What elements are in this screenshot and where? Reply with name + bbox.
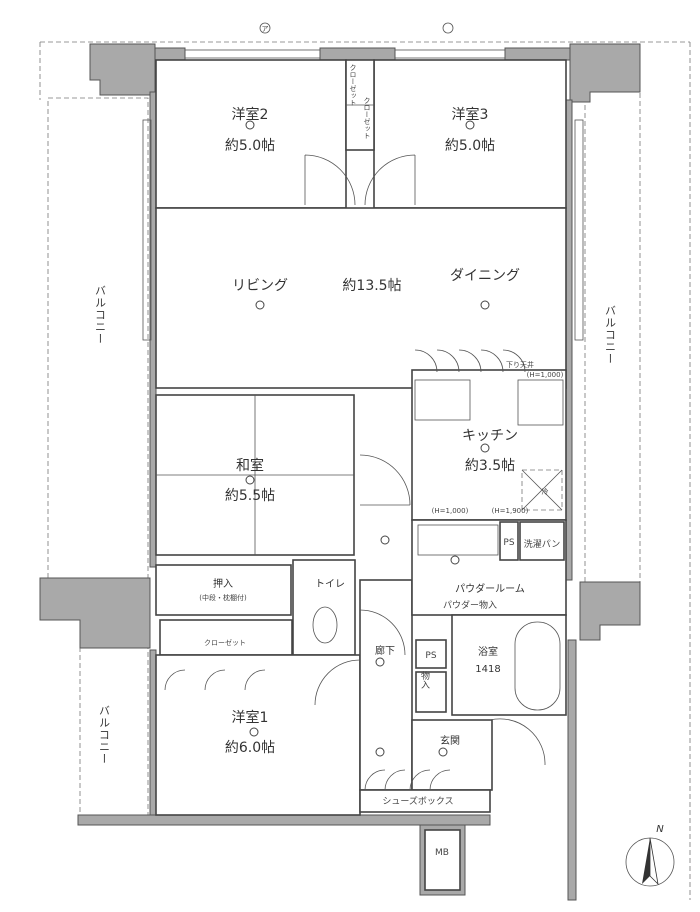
label-mb: MB: [435, 848, 449, 858]
room-ldk: [155, 207, 567, 389]
hallway: [359, 579, 413, 791]
closet-western-1: [159, 619, 293, 656]
room-toilet: [292, 559, 356, 656]
label-western-2: 洋室2: [232, 106, 269, 123]
label-closet: クローゼット: [204, 638, 246, 647]
oshiire: [155, 564, 292, 616]
ps-powder: [499, 521, 519, 561]
storage: [415, 671, 447, 713]
structural-walls: [39, 43, 641, 901]
label-fridge: 冷: [542, 487, 549, 496]
label-lowered-ceiling: 下り天井: [506, 360, 534, 369]
room-kitchen: [411, 369, 567, 521]
label-h1900: (H=1,900): [492, 507, 529, 515]
room-bath: [451, 614, 567, 716]
size-kitchen: 約3.5帖: [465, 458, 515, 474]
north-arrow-icon: [625, 837, 675, 887]
ps-hallway: [415, 639, 447, 669]
label-shoebox: シューズボックス: [382, 795, 453, 807]
label-toilet: トイレ: [315, 579, 345, 590]
mark-a-icon: [259, 22, 454, 34]
label-oshiire: 押入: [213, 577, 233, 590]
label-balcony-left: バルコニー: [94, 285, 107, 345]
note-oshiire: (中段・枕棚付): [199, 593, 247, 602]
label-laundry: 洗濯パン: [524, 538, 560, 550]
label-hallway: 廊下: [375, 644, 395, 657]
room-western-2: [155, 59, 347, 209]
label-powder: パウダールーム: [455, 582, 525, 595]
label-ps-powder: PS: [503, 538, 514, 548]
label-mark-a-1: ア: [262, 25, 269, 33]
meter-box: [424, 829, 461, 891]
label-h1000-top: (H=1,000): [527, 371, 564, 379]
room-entrance: [411, 719, 493, 791]
label-western-1: 洋室1: [232, 709, 269, 726]
laundry-pan: [519, 521, 565, 561]
label-entrance: 玄関: [440, 734, 460, 747]
size-western-3: 約5.0帖: [445, 138, 495, 154]
size-ldk: 約13.5帖: [342, 278, 401, 294]
label-kitchen: キッチン: [462, 428, 518, 444]
room-western-3: [373, 59, 567, 209]
label-balcony-right: バルコニー: [604, 305, 617, 365]
label-balcony-lower: バルコニー: [98, 705, 111, 765]
label-western-3: 洋室3: [452, 106, 489, 123]
label-closet-small-2: クローゼット: [363, 97, 371, 139]
shoe-box: [359, 789, 491, 813]
label-storage: 物入: [419, 670, 430, 689]
label-closet-small-1: クローゼット: [349, 64, 357, 106]
label-powder-storage: パウダー物入: [443, 599, 497, 611]
label-japanese: 和室: [236, 457, 264, 474]
size-bath: 1418: [475, 664, 500, 675]
label-living: リビング: [232, 278, 288, 294]
size-western-1: 約6.0帖: [225, 740, 275, 756]
windows: [142, 49, 584, 341]
label-north: N: [656, 824, 664, 835]
label-bath: 浴室: [478, 645, 498, 658]
size-japanese: 約5.5帖: [225, 488, 275, 504]
size-western-2: 約5.0帖: [225, 138, 275, 154]
room-western-1: [155, 654, 361, 816]
label-h1000: (H=1,000): [432, 507, 469, 515]
doors: [164, 154, 546, 791]
label-ps-hallway: PS: [425, 651, 436, 661]
ceiling-lights: [245, 120, 490, 757]
label-dining: ダイニング: [450, 268, 520, 284]
